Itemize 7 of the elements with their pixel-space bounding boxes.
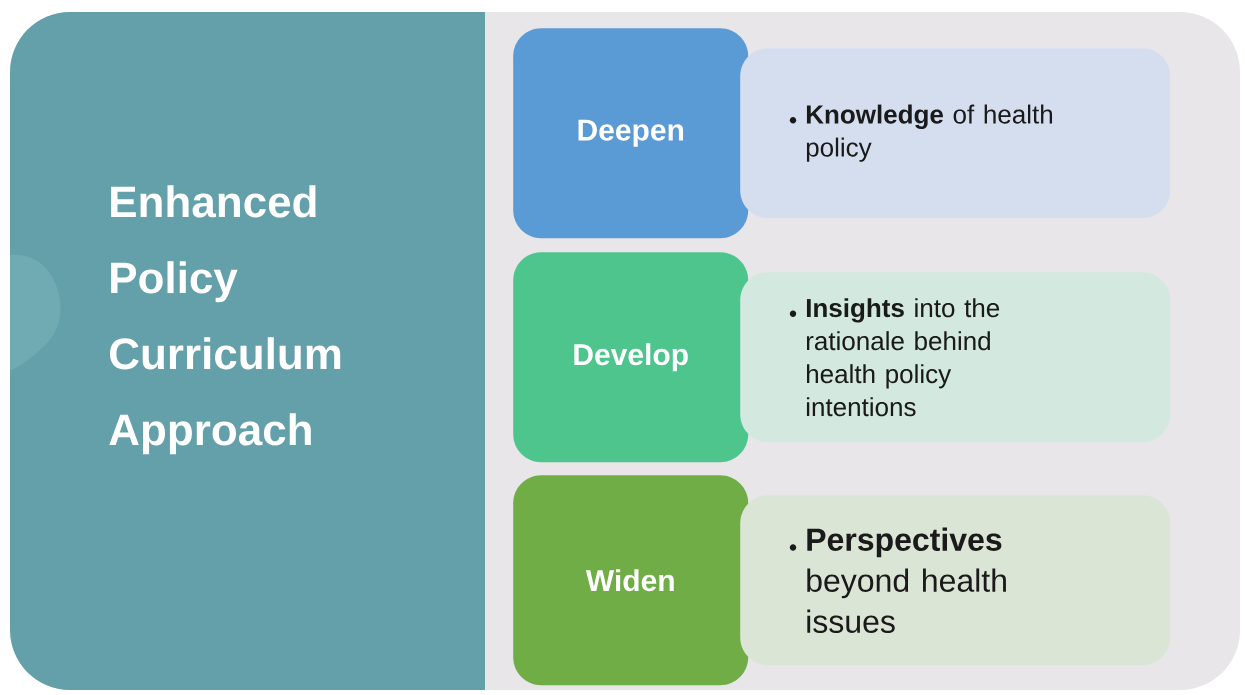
stage-box: Widen xyxy=(513,475,749,686)
description-box: Insights into the rationale behind health policy intentions xyxy=(740,272,1171,443)
description-box: Knowledge of health policy xyxy=(740,48,1171,219)
title-panel: Enhanced Policy Curriculum Approach xyxy=(10,12,485,690)
stage-box: Deepen xyxy=(513,28,749,239)
description-box: Perspectives beyond health issues xyxy=(740,495,1171,666)
stage-box: Develop xyxy=(513,252,749,463)
